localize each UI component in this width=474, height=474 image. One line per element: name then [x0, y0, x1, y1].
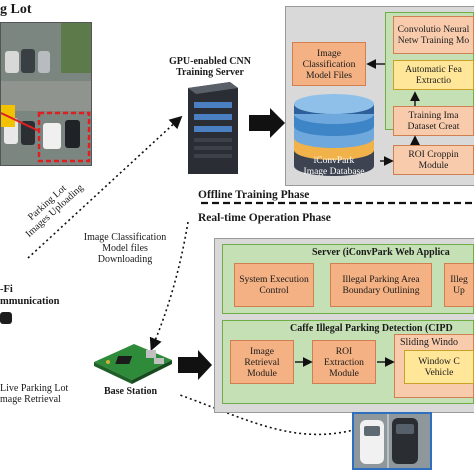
- image-model-files-box: Image Classification Model Files: [292, 42, 366, 86]
- download-arrow: [149, 221, 189, 351]
- cnn-server-title-line2: Training Server: [176, 67, 244, 78]
- illegal-area-text: Illegal Parking Area Boundary Outlining: [342, 274, 420, 296]
- wifi-label-line2: mmunication: [0, 296, 60, 307]
- image-retrieval-box: Image Retrieval Module: [230, 340, 294, 384]
- parking-lot-aerial-image: [1, 23, 91, 165]
- retrieval-label-line1: Live Parking Lot: [0, 383, 69, 394]
- dataset-text: Training Ima Dataset Creat: [407, 110, 460, 132]
- database-label-line1: iConvPark: [313, 156, 355, 166]
- sliding-window-text: Sliding Windo: [400, 337, 459, 348]
- download-label-line3: Downloading: [97, 254, 153, 265]
- cnn-model-text: Convolutio Neural Netw Training Mo: [397, 24, 470, 46]
- cipd-title: Caffe Illegal Parking Detection (CIPD: [290, 323, 453, 334]
- cnn-server-title-line1: GPU-enabled CNN: [169, 56, 251, 67]
- server-title: Server (iConvPark Web Applica: [312, 247, 450, 258]
- cnn-server-title: GPU-enabled CNN Training Server: [150, 56, 270, 78]
- auto-feature-text: Automatic Fea Extractio: [405, 64, 462, 86]
- base-station-label: Base Station: [104, 386, 158, 397]
- sys-exec-box: System Execution Control: [234, 263, 314, 307]
- wifi-label-line1: -Fi: [0, 284, 13, 295]
- auto-feature-box: Automatic Fea Extractio: [393, 60, 474, 90]
- image-retrieval-text: Image Retrieval Module: [244, 345, 280, 379]
- database-label: iConvPark Image Database: [290, 156, 378, 178]
- image-model-files-text: Image Classification Model Files: [302, 47, 356, 81]
- detection-photo: [352, 412, 432, 470]
- download-label-line2: Model files: [102, 243, 148, 254]
- download-label: Image Classification Model files Downloa…: [66, 232, 184, 265]
- parking-lot-photo: [0, 22, 92, 166]
- roi-cropping-text: ROI Croppin Module: [408, 149, 459, 171]
- basestation-to-server-arrow: [178, 350, 212, 380]
- retrieval-line: [179, 394, 371, 436]
- cipd-connectors: [295, 357, 395, 367]
- training-connectors: [366, 59, 420, 166]
- offline-phase-label: Offline Training Phase: [198, 189, 310, 201]
- wifi-label: -Fi mmunication: [0, 284, 60, 308]
- illegal-area-box: Illegal Parking Area Boundary Outlining: [330, 263, 432, 307]
- dataset-box: Training Ima Dataset Creat: [393, 106, 474, 136]
- parking-lot-title: g Lot: [0, 2, 32, 17]
- illegal-up-text: Illeg Up: [450, 274, 468, 296]
- window-vehicle-box: Window C Vehicle: [404, 350, 474, 384]
- roi-cropping-box: ROI Croppin Module: [393, 145, 474, 175]
- base-station-icon: [94, 340, 172, 389]
- cnn-model-box: Convolutio Neural Netw Training Mo: [393, 16, 474, 54]
- window-vehicle-text: Window C Vehicle: [418, 356, 460, 378]
- download-label-line1: Image Classification: [83, 232, 167, 243]
- roi-extraction-text: ROI Extraction Module: [324, 345, 364, 379]
- retrieval-label-line2: mage Retrieval: [0, 394, 61, 405]
- realtime-phase-label: Real-time Operation Phase: [198, 212, 331, 224]
- database-icon: [290, 92, 378, 185]
- server-icon: [180, 82, 242, 179]
- sys-exec-text: System Execution Control: [239, 274, 309, 296]
- database-label-line2: Image Database: [303, 167, 365, 177]
- retrieval-label: Live Parking Lot mage Retrieval: [0, 383, 80, 405]
- server-to-training-arrow: [249, 108, 285, 138]
- illegal-up-box: Illeg Up: [444, 263, 474, 307]
- router-icon: [0, 312, 12, 324]
